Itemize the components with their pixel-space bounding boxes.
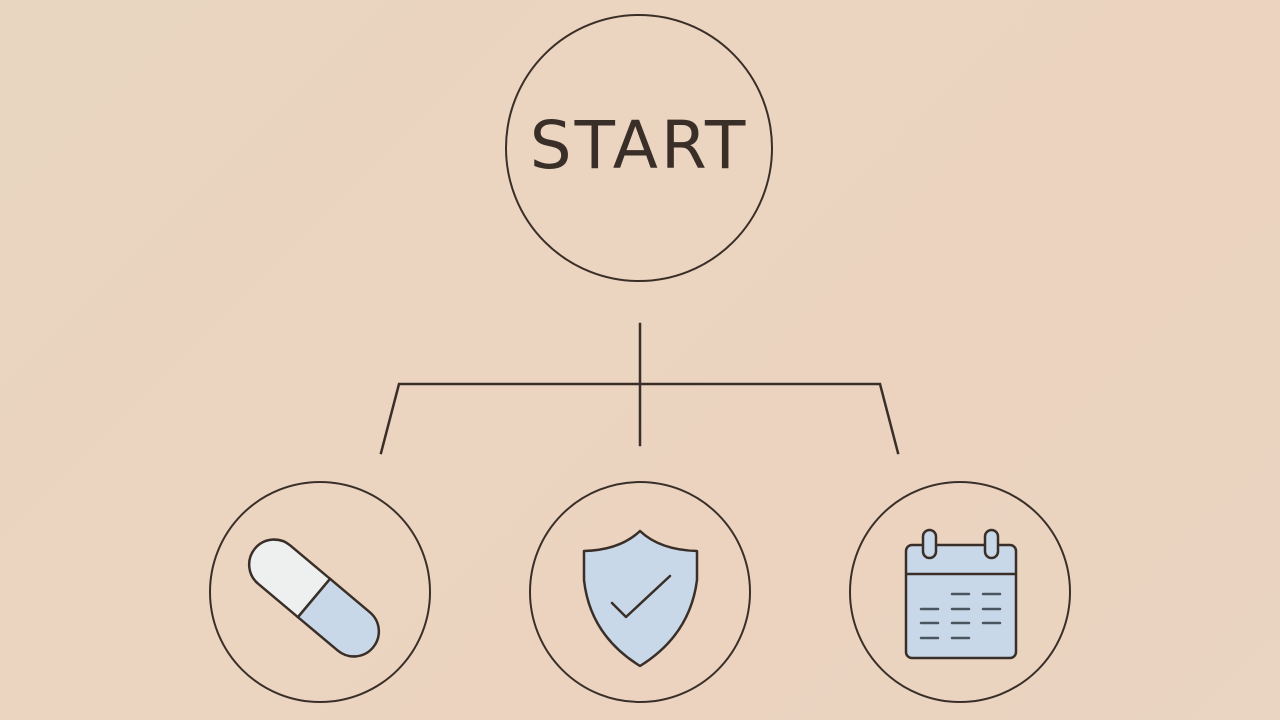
shield-check-icon (582, 529, 699, 668)
calendar-icon (904, 528, 1018, 660)
connector-lines (379, 322, 900, 455)
branch-node-medication (209, 481, 431, 703)
start-node-circle (505, 14, 773, 282)
branch-bar (379, 382, 900, 455)
checkmark-icon (610, 574, 672, 619)
branch-node-schedule (849, 481, 1071, 703)
start-node-label: START (529, 106, 749, 184)
branch-node-protection (529, 481, 751, 703)
pill-icon (247, 538, 381, 658)
